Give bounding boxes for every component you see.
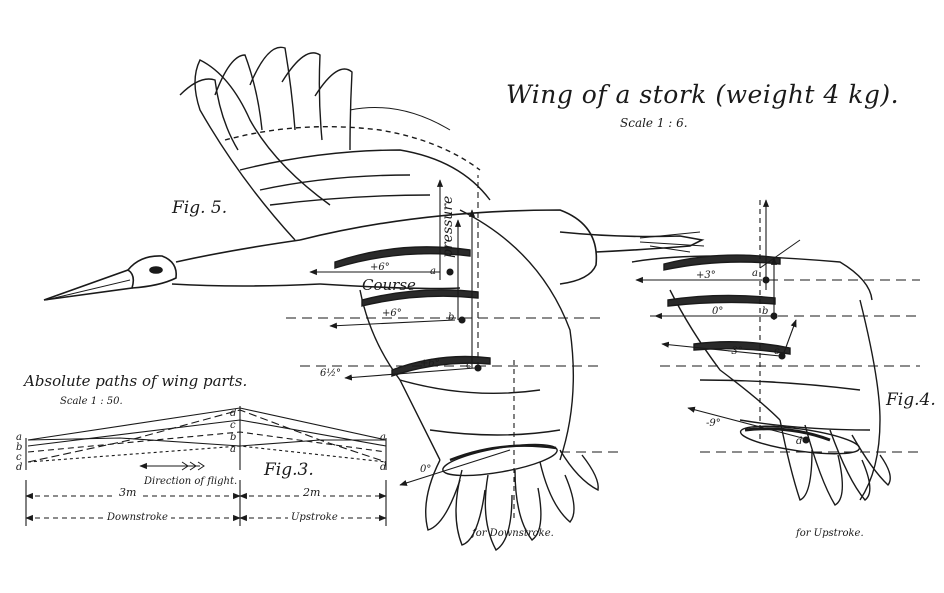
fig4-point-a: a: [752, 268, 758, 279]
near-wing-downstroke: [334, 209, 599, 551]
fig5-angle-c: +6°: [420, 358, 440, 369]
fig3-dist-up: 2m: [300, 486, 324, 499]
fig5-angle-d: 0°: [420, 464, 432, 475]
fig3-mid-marker-c: c: [230, 420, 236, 431]
fig3-dist-down: 3m: [116, 486, 140, 499]
fig3-marker-c: c: [16, 452, 22, 463]
fig3-end-marker-d: d: [380, 462, 387, 473]
fig4-angle-c: -3°: [728, 346, 743, 357]
fig4-angle-d: -9°: [706, 418, 721, 429]
upper-wing: [179, 46, 491, 241]
fig3-mid-marker-b: b: [230, 432, 237, 443]
fig5-point-a: a: [430, 266, 436, 277]
fig4-angle-b: 0°: [712, 306, 724, 317]
fig3-scale: Scale 1 : 50.: [60, 396, 123, 407]
fig4-wing-upstroke: [631, 254, 891, 506]
fig3-label: Fig.3.: [264, 460, 314, 480]
fig5-caption: for Downstroke.: [472, 528, 554, 539]
fig5-pressure-label: pressure: [440, 195, 456, 258]
fig3-downstroke: Downstroke: [104, 512, 171, 523]
fig4-vectors: [635, 199, 920, 453]
fig4-point-b: b: [762, 306, 769, 317]
fig3-mid-marker-a: a: [230, 444, 236, 455]
fig5-point-b: b: [448, 312, 455, 323]
fig5-angle-side: 6½°: [320, 368, 342, 379]
fig3-upstroke: Upstroke: [288, 512, 341, 523]
fig5-point-c: c: [466, 360, 472, 371]
fig4-label: Fig.4.: [886, 390, 936, 410]
fig4-angle-a: +3°: [696, 270, 716, 281]
diagram-title: Wing of a stork (weight 4 kg).: [506, 80, 900, 109]
fig4-caption: for Upstroke.: [796, 528, 864, 539]
fig5-course-label: Course: [362, 276, 416, 294]
fig3-mid-marker-d: d: [230, 408, 237, 419]
fig3-marker-d: d: [16, 462, 23, 473]
fig5-angle-b: +6°: [382, 308, 402, 319]
fig3-marker-b: b: [16, 442, 23, 453]
fig4-point-c: c: [774, 346, 780, 357]
diagram-scale: Scale 1 : 6.: [620, 116, 688, 130]
stork-body: [43, 209, 705, 301]
fig3-title: Absolute paths of wing parts.: [24, 372, 248, 390]
fig4-point-d: d: [796, 436, 803, 447]
fig3-marker-a: a: [16, 432, 22, 443]
fig5-angle-a: +6°: [370, 262, 390, 273]
fig5-label: Fig. 5.: [172, 198, 228, 218]
fig5-vectors: [286, 175, 620, 520]
fig3-paths: [25, 406, 387, 526]
fig3-end-marker-a: a: [380, 432, 386, 443]
fig3-direction: Direction of flight.: [144, 476, 238, 487]
